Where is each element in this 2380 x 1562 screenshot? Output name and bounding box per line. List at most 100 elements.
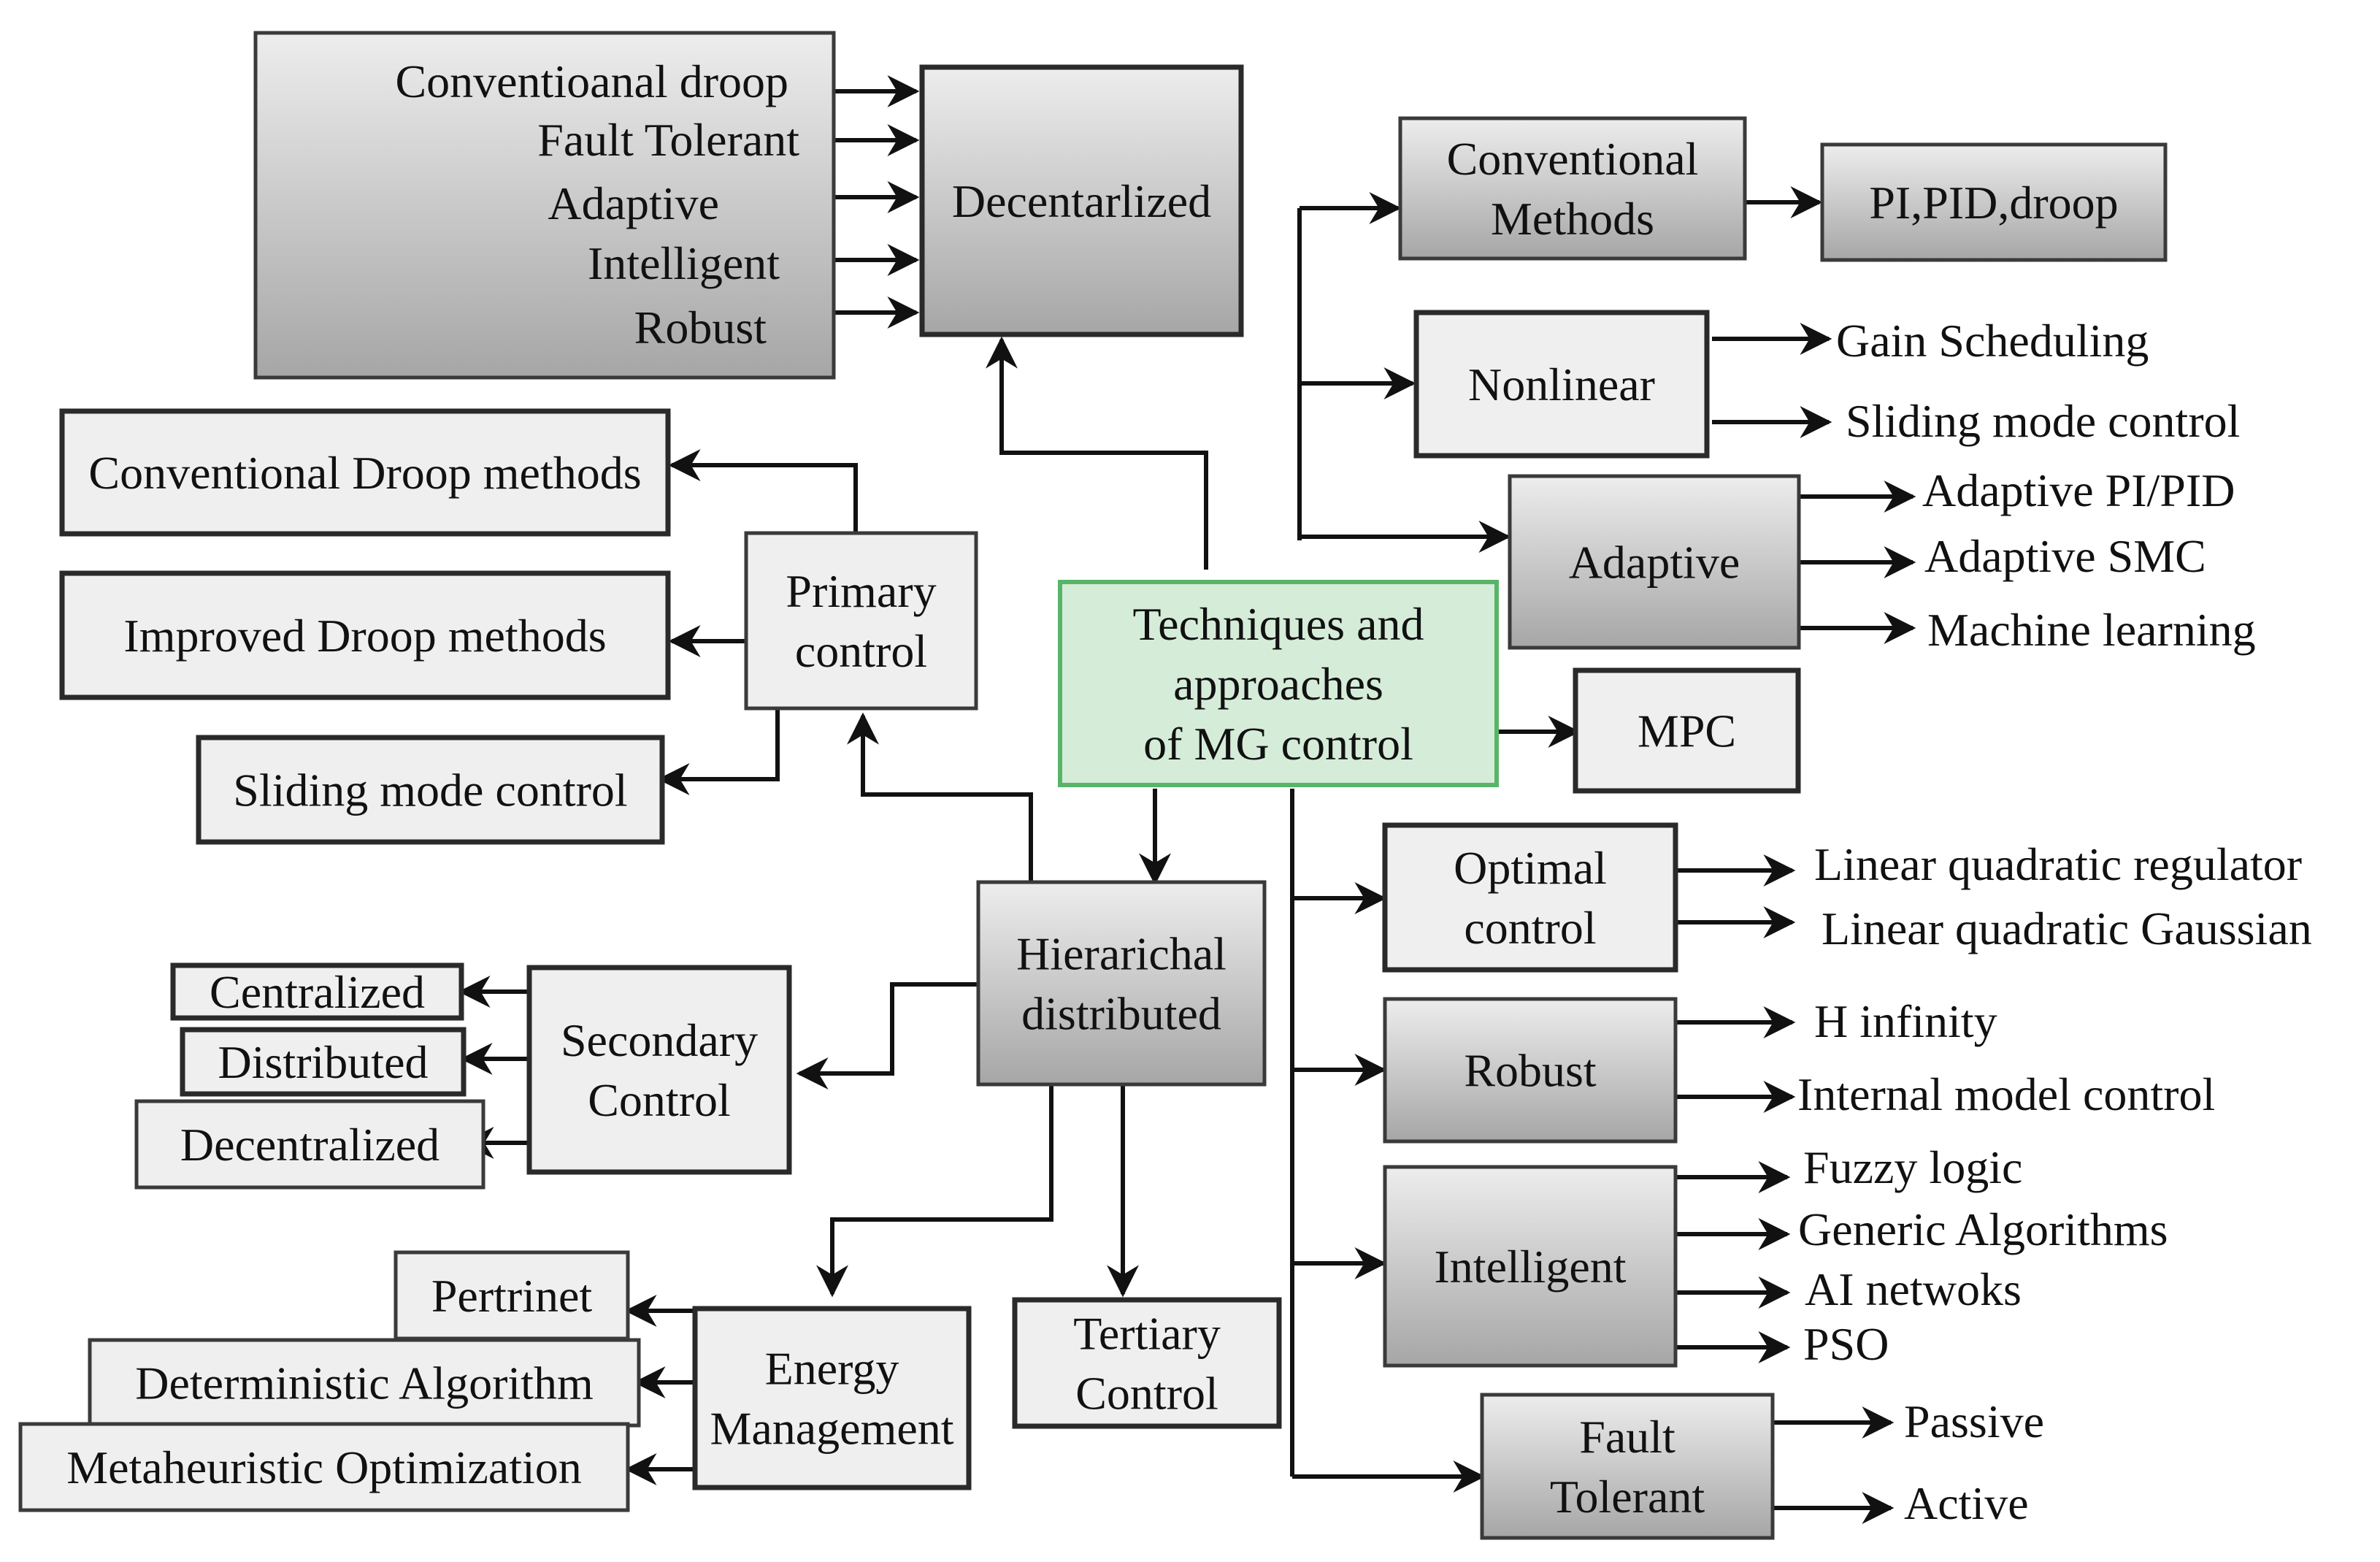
- adaptive-smc-label-text: Adaptive SMC: [1924, 530, 2206, 582]
- primary-control-box-label-0: Primary: [786, 565, 936, 617]
- arrow-sliding-mode-pc: [657, 708, 780, 795]
- robust-box-frame: [1383, 997, 1678, 1144]
- centralized-box-label-0: Centralized: [210, 966, 425, 1018]
- decentralized-sc-box-frame: [134, 1099, 485, 1190]
- conv-droop-box-label-0: Conventional Droop methods: [88, 447, 641, 499]
- energy-management-box-label-0: Energy: [765, 1343, 899, 1395]
- mpc-box-label-0: MPC: [1638, 705, 1736, 757]
- pso-label-text: PSO: [1803, 1318, 1889, 1370]
- decentralized-box: Decentarlized: [919, 64, 1244, 337]
- energy-management-box-label-1: Management: [710, 1403, 953, 1455]
- mpc-box-frame: [1573, 667, 1801, 794]
- h-infinity-label-text: H infinity: [1814, 995, 1997, 1047]
- pso-label: PSO: [1803, 1318, 1889, 1370]
- conventional-methods-box-label-0: Conventional: [1447, 133, 1699, 185]
- connectors: [458, 75, 1916, 1524]
- arrow-hierarchical-energy: [816, 1084, 1053, 1298]
- distributed-box-frame: [180, 1027, 467, 1097]
- nonlinear-box-frame: [1413, 310, 1710, 459]
- sliding-mode-pc-box: Sliding mode control: [196, 735, 665, 845]
- tertiary-control-box-label-1: Control: [1075, 1368, 1218, 1420]
- active-label: Active: [1904, 1477, 2029, 1529]
- improved-droop-box-label-0: Improved Droop methods: [123, 610, 606, 662]
- generic-algorithms-label: Generic Algorithms: [1798, 1203, 2168, 1255]
- primary-control-box-frame: [744, 531, 978, 711]
- intelligent-box-label-0: Intelligent: [1434, 1241, 1626, 1293]
- metaheuristic-box-label-0: Metaheuristic Optimization: [66, 1442, 582, 1493]
- improved-droop-box: Improved Droop methods: [59, 570, 671, 700]
- centralized-box: Centralized: [170, 962, 464, 1021]
- optimal-control-box-frame: [1382, 822, 1678, 973]
- secondary-control-box-frame: [526, 965, 792, 1175]
- tertiary-control-box-frame: [1012, 1297, 1282, 1429]
- primary-control-box: Primary control: [744, 531, 978, 711]
- pertrinet-box: Pertrinet: [394, 1250, 630, 1341]
- center-box-frame: [1058, 580, 1499, 787]
- adaptive-smc-label: Adaptive SMC: [1924, 530, 2206, 582]
- decentralized-methods-group: Conventioanal droop Fault Tolerant Adapt…: [253, 31, 836, 380]
- centralized-box-frame: [170, 962, 464, 1021]
- center-box-label-0: Techniques and: [1133, 598, 1424, 650]
- secondary-control-box-label-1: Control: [588, 1074, 731, 1126]
- arrow-hierarchical-secondary: [796, 982, 978, 1090]
- lqg-label-text: Linear quadratic Gaussian: [1822, 903, 2312, 954]
- pi-pid-droop-box: PI,PID,droop: [1820, 142, 2168, 262]
- passive-label: Passive: [1904, 1396, 2044, 1447]
- arrow-conv-droop: [668, 449, 858, 532]
- arrow-center-decentralized: [986, 336, 1208, 570]
- deterministic-box-label-0: Deterministic Algorithm: [135, 1358, 593, 1409]
- fuzzy-logic-label-text: Fuzzy logic: [1803, 1141, 2022, 1193]
- sliding-mode-pc-box-frame: [196, 735, 665, 845]
- group-item-adaptive: Adaptive: [548, 177, 719, 229]
- ai-networks-label-text: AI netwoks: [1805, 1263, 2022, 1315]
- robust-box: Robust: [1383, 997, 1678, 1144]
- internal-model-label: Internal model control: [1797, 1068, 2215, 1120]
- hierarchical-box-label-0: Hierarichal: [1016, 928, 1227, 980]
- adaptive-box: Adaptive: [1508, 474, 1801, 650]
- secondary-control-box-label-0: Secondary: [561, 1014, 758, 1066]
- sliding-mode-nl-label-text: Sliding mode control: [1846, 395, 2240, 447]
- optimal-control-box-label-0: Optimal: [1454, 842, 1607, 894]
- nonlinear-box: Nonlinear: [1413, 310, 1710, 459]
- nonlinear-box-label-0: Nonlinear: [1468, 359, 1655, 410]
- passive-label-text: Passive: [1904, 1396, 2044, 1447]
- hierarchical-box-frame: [976, 880, 1267, 1087]
- group-item-conventional-droop: Conventioanal droop: [395, 55, 788, 107]
- group-item-intelligent: Intelligent: [588, 237, 780, 289]
- intelligent-box: Intelligent: [1383, 1165, 1678, 1368]
- pertrinet-box-frame: [394, 1250, 630, 1341]
- fault-tolerant-box-label-0: Fault: [1579, 1411, 1675, 1463]
- conventional-methods-box-label-1: Methods: [1491, 193, 1654, 245]
- adaptive-pi-pid-label: Adaptive PI/PID: [1922, 464, 2235, 516]
- center-box-label-1: approaches: [1173, 658, 1383, 710]
- lqr-label: Linear quadratic regulator: [1814, 838, 2302, 890]
- lqg-label: Linear quadratic Gaussian: [1822, 903, 2312, 954]
- fault-tolerant-box-frame: [1480, 1393, 1775, 1540]
- fuzzy-logic-label: Fuzzy logic: [1803, 1141, 2022, 1193]
- lqr-label-text: Linear quadratic regulator: [1814, 838, 2302, 890]
- machine-learning-label-text: Machine learning: [1927, 604, 2256, 656]
- arrow-hierarchical-primary: [847, 712, 1033, 882]
- fault-tolerant-box-label-1: Tolerant: [1550, 1471, 1705, 1523]
- active-label-text: Active: [1904, 1477, 2029, 1529]
- adaptive-box-label-0: Adaptive: [1569, 537, 1740, 589]
- metaheuristic-box: Metaheuristic Optimization: [18, 1422, 630, 1512]
- internal-model-label-text: Internal model control: [1797, 1068, 2215, 1120]
- conv-droop-box-frame: [59, 408, 671, 537]
- machine-learning-label: Machine learning: [1927, 604, 2256, 656]
- ai-networks-label: AI netwoks: [1805, 1263, 2022, 1315]
- primary-control-box-label-1: control: [795, 625, 927, 677]
- gain-scheduling-label: Gain Scheduling: [1836, 315, 2149, 367]
- metaheuristic-box-frame: [18, 1422, 630, 1512]
- decentralized-box-label-0: Decentarlized: [952, 175, 1211, 227]
- h-infinity-label: H infinity: [1814, 995, 1997, 1047]
- conventional-methods-box-frame: [1398, 116, 1747, 261]
- tertiary-control-box-label-0: Tertiary: [1073, 1308, 1221, 1360]
- intelligent-box-frame: [1383, 1165, 1678, 1368]
